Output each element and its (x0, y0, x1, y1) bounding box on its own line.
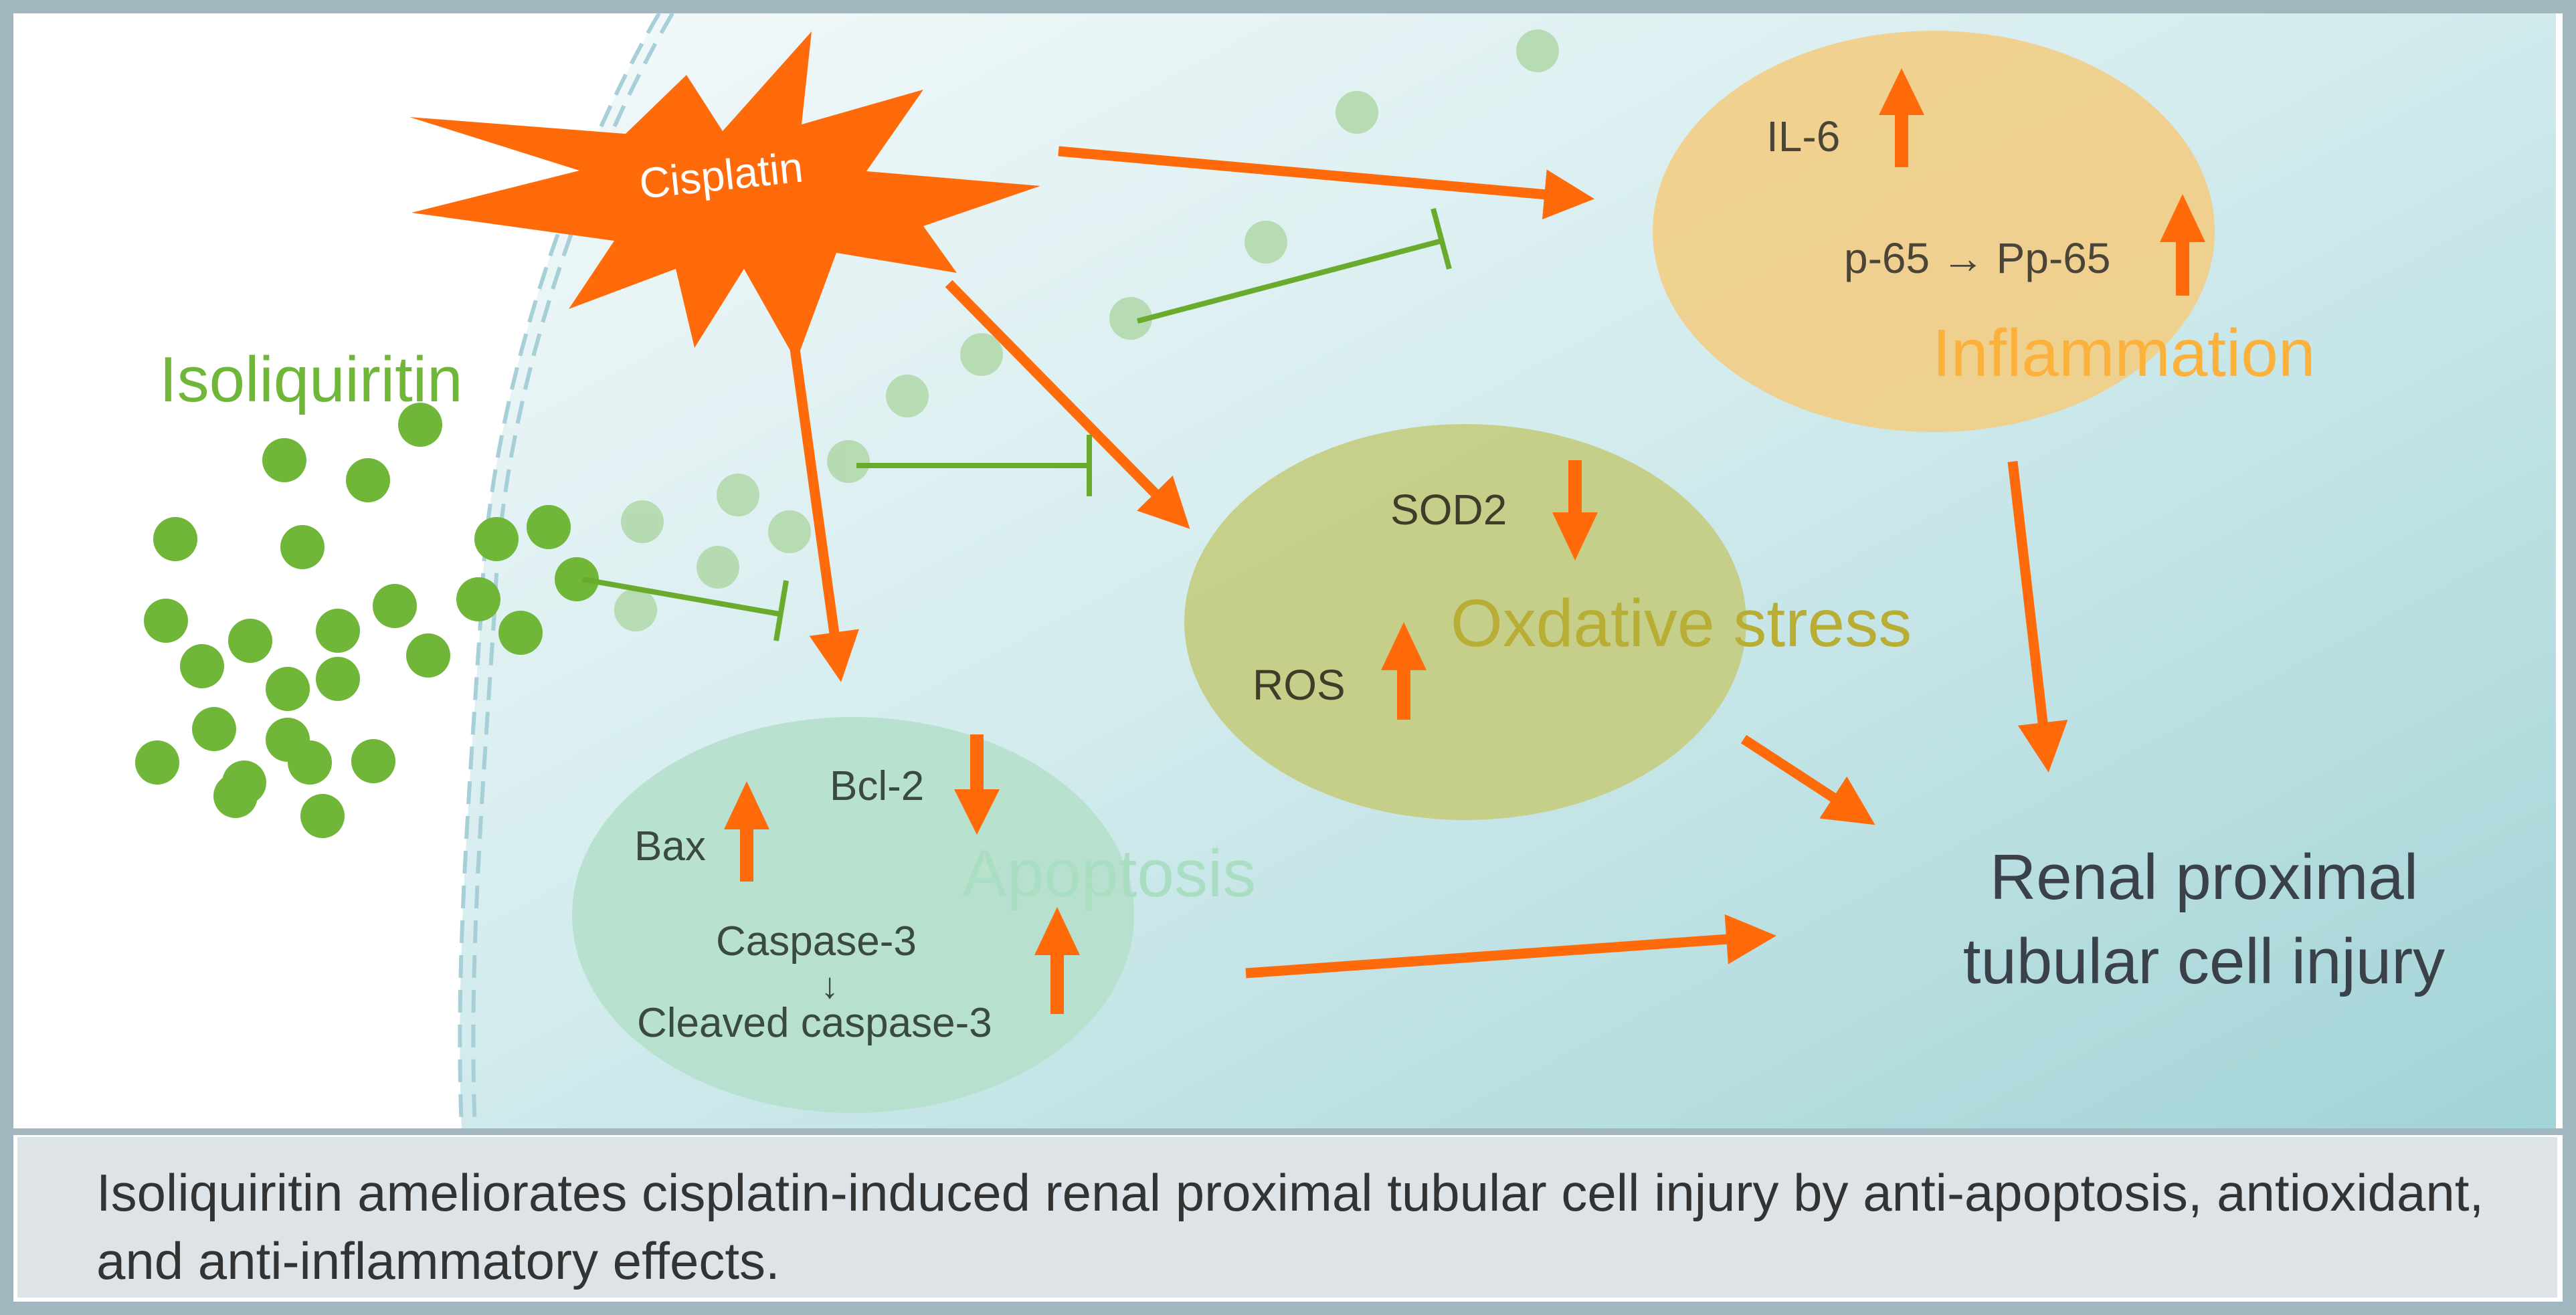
caspase3-label: Caspase-3 (716, 918, 917, 965)
regulation-arrows (724, 68, 2205, 1014)
isoliquiritin-label: Isoliquiritin (159, 344, 463, 415)
arrow-cisplatin-to-apoptosis (788, 333, 859, 682)
outcome-line1: Renal proximal (1990, 841, 2418, 913)
isoliquiritin-dots-intracellular (614, 29, 1559, 631)
bcl2-label: Bcl-2 (830, 763, 924, 809)
cleaved-caspase3-label: Cleaved caspase-3 (637, 1000, 992, 1046)
p65-up-arrow (2160, 194, 2205, 296)
activation-arrows (788, 146, 2068, 979)
inhibit-to-inflammation-bar (1431, 207, 1452, 270)
caspase-conversion-arrow: ↓ (821, 966, 839, 1006)
arrow-cisplatin-to-oxidative (945, 280, 1190, 529)
il6-up-arrow (1879, 68, 1924, 167)
oxidative-stress-label: Oxdative stress (1451, 586, 1912, 661)
inhibit-to-apoptosis-bar (773, 580, 789, 641)
oxidative-stress-ellipse (1184, 424, 1746, 820)
sod2-down-arrow (1552, 460, 1598, 561)
isoliquiritin-dots (135, 403, 599, 838)
arrow-apoptosis-to-injury (1245, 914, 1776, 979)
il6-label: IL-6 (1766, 112, 1840, 161)
arrow-cisplatin-to-inflammation (1058, 146, 1594, 220)
arrow-inflammation-to-injury (2007, 461, 2068, 773)
bcl2-down-arrow (954, 734, 1000, 835)
apoptosis-label: Apoptosis (962, 836, 1256, 911)
bax-up-arrow (724, 781, 769, 882)
cleaved-caspase3-up-arrow (1034, 907, 1080, 1014)
cisplatin-starburst (409, 31, 1040, 361)
inhibit-to-apoptosis (581, 577, 780, 617)
arrow-oxidative-to-injury (1740, 734, 1875, 825)
p65-label: p-65 → Pp-65 (1844, 234, 2110, 282)
bax-label: Bax (634, 823, 706, 870)
inhibit-to-inflammation (1136, 238, 1443, 324)
ros-label: ROS (1253, 661, 1346, 709)
outcome-line2: tubular cell injury (1963, 926, 2445, 997)
caption-box: Isoliquiritin ameliorates cisplatin-indu… (17, 1137, 2557, 1298)
ros-up-arrow (1381, 622, 1427, 720)
apoptosis-ellipse (572, 717, 1134, 1113)
inhibition-lines (581, 207, 1452, 641)
sod2-label: SOD2 (1390, 486, 1507, 534)
inflammation-label: Inflammation (1932, 316, 2315, 391)
inflammation-ellipse (1653, 31, 2215, 432)
caption-text: Isoliquiritin ameliorates cisplatin-indu… (96, 1163, 2484, 1290)
